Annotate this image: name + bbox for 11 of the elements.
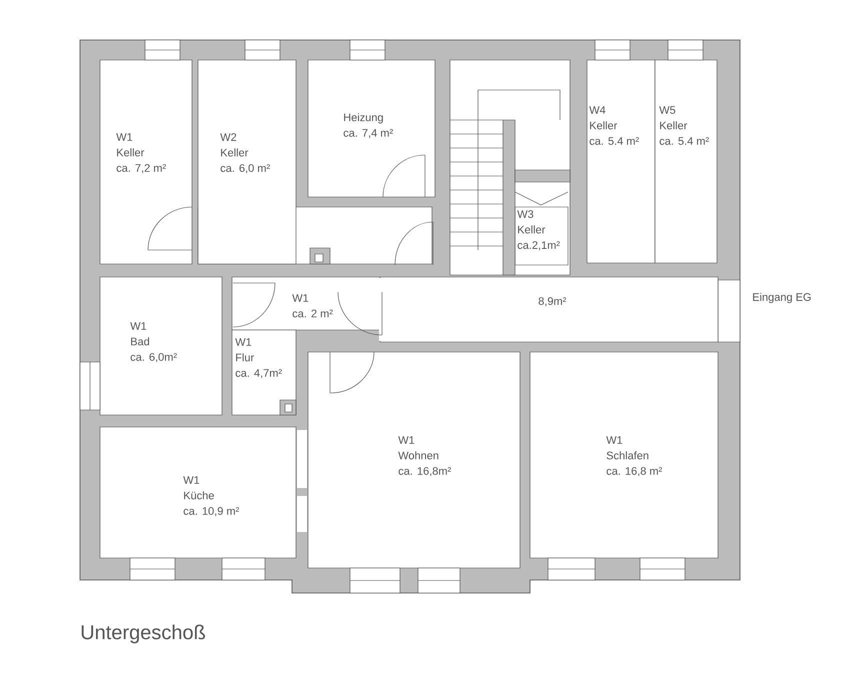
room: W1 Schlafen ca. 16,8 m² — [530, 352, 718, 558]
room: W1 Keller ca. 7,2 m² — [100, 60, 192, 264]
room: W1 Wohnen ca. 16,8m² — [308, 352, 520, 568]
room: W1 Küche ca. 10,9 m² — [100, 426, 296, 558]
room: Heizung ca. 7,4 m² — [308, 60, 436, 198]
room: W3 Keller ca.2,1m² — [514, 206, 568, 266]
entrance-label: Eingang EG — [753, 292, 811, 304]
caption: Untergeschoß — [82, 624, 205, 644]
room: W1 Flur ca. 4,7m² — [232, 330, 296, 416]
room: W2 Keller ca. 6,0 m² — [198, 60, 296, 264]
room: W1 Bad ca. 6,0m² — [100, 276, 222, 416]
